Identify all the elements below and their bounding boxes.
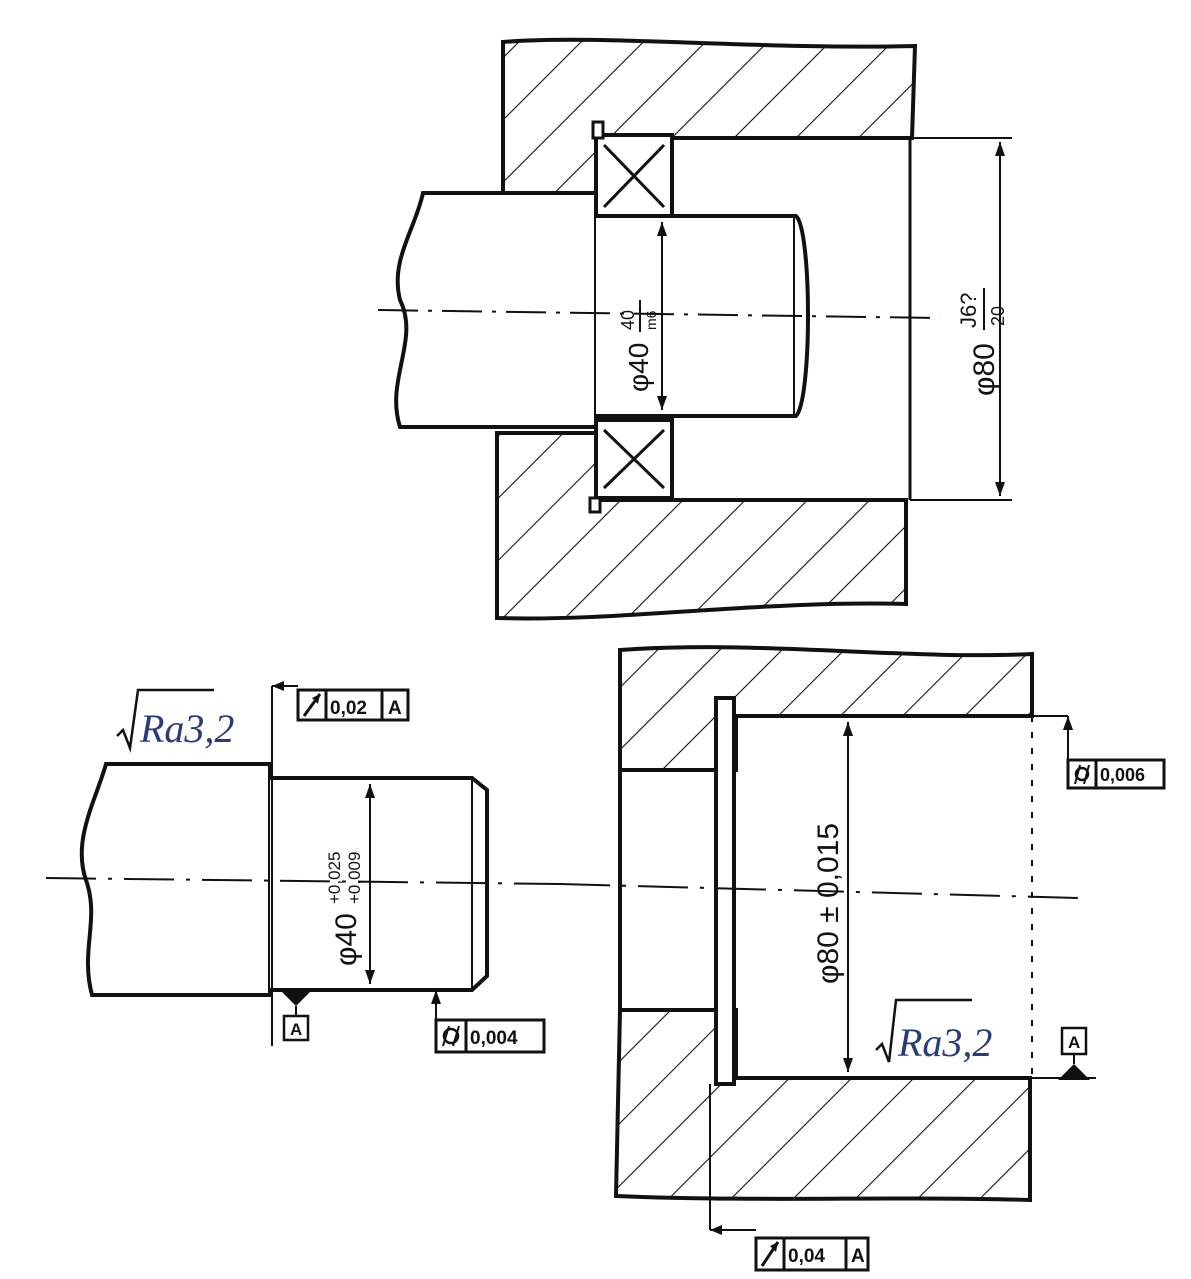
shaft-runout-value: 0,02 — [330, 698, 367, 719]
housing-datum-symbol: A — [1030, 1026, 1096, 1080]
housing-runout-datum: A — [851, 1246, 865, 1267]
runout-arrow-icon — [302, 693, 322, 717]
shaft-body — [79, 762, 272, 997]
housing-roughness-text: Ra3,2 — [897, 1020, 992, 1065]
housing-upper-section — [618, 645, 1034, 772]
shaft-diameter-dimension: φ40 +0,025 +0,009 — [325, 852, 364, 966]
housing-shoulder-ring — [714, 696, 736, 1086]
assembly-view: φ40 40 m6 φ80 J6? 20 — [377, 37, 1012, 621]
housing-centerline — [559, 883, 1081, 899]
assembly-shaft — [394, 191, 598, 429]
assembly-housing-upper-section — [501, 37, 918, 198]
shaft-detail: φ40 +0,025 +0,009 Ra3,2 0,02 A — [45, 681, 561, 1054]
shaft-roughness-text: Ra3,2 — [139, 706, 234, 751]
shaft-runout-frame: 0,02 A — [296, 688, 410, 722]
assembly-shaft-journal — [596, 214, 810, 418]
shaft-cylindricity-value: 0,004 — [470, 1028, 518, 1049]
housing-datum-label: A — [1068, 1033, 1080, 1052]
assembly-bore-fit-main: φ80 — [968, 343, 1001, 396]
shaft-diameter-lower: +0,009 — [345, 852, 364, 904]
shaft-datum-symbol: A — [280, 990, 312, 1042]
housing-diameter-text: φ80 ± 0,015 — [812, 823, 845, 984]
housing-bore-recess — [618, 768, 720, 1012]
assembly-centerline — [377, 309, 941, 319]
shaft-diameter-upper: +0,025 — [325, 852, 344, 904]
shaft-cylindricity-frame: 0,004 — [434, 1018, 546, 1054]
assembly-housing-lower-section — [495, 431, 908, 621]
cylindricity-icon — [1074, 764, 1090, 785]
shaft-journal — [270, 776, 489, 992]
assembly-shaft-fit-den: m6 — [643, 310, 659, 330]
housing-cylindricity-frame: 0,006 — [1066, 758, 1166, 790]
shaft-roughness-symbol: Ra3,2 — [116, 688, 234, 753]
shaft-centerline — [45, 877, 561, 885]
assembly-bore-fit-num: J6? — [956, 293, 981, 328]
housing-cylindricity-value: 0,006 — [1100, 765, 1145, 785]
cylindricity-icon — [442, 1025, 460, 1047]
housing-runout-frame: 0,04 A — [754, 1236, 870, 1272]
housing-detail: φ80 ± 0,015 Ra3,2 0,006 A — [559, 645, 1166, 1272]
assembly-bore-fit-dimension: φ80 J6? 20 — [956, 288, 1008, 396]
assembly-shaft-fit-num: 40 — [618, 310, 638, 330]
assembly-shaft-fit-main: φ40 — [623, 343, 654, 392]
shaft-diameter-main: φ40 — [330, 913, 363, 966]
assembly-bore-fit-den: 20 — [988, 306, 1008, 326]
housing-roughness-symbol: Ra3,2 — [875, 998, 992, 1065]
housing-runout-value: 0,04 — [788, 1246, 825, 1267]
assembly-shaft-fit-dimension: φ40 40 m6 — [618, 300, 659, 392]
runout-arrow-icon — [760, 1241, 780, 1267]
shaft-datum-label: A — [290, 1020, 302, 1039]
housing-diameter-dimension: φ80 ± 0,015 — [812, 823, 845, 984]
shaft-runout-datum: A — [388, 698, 402, 719]
